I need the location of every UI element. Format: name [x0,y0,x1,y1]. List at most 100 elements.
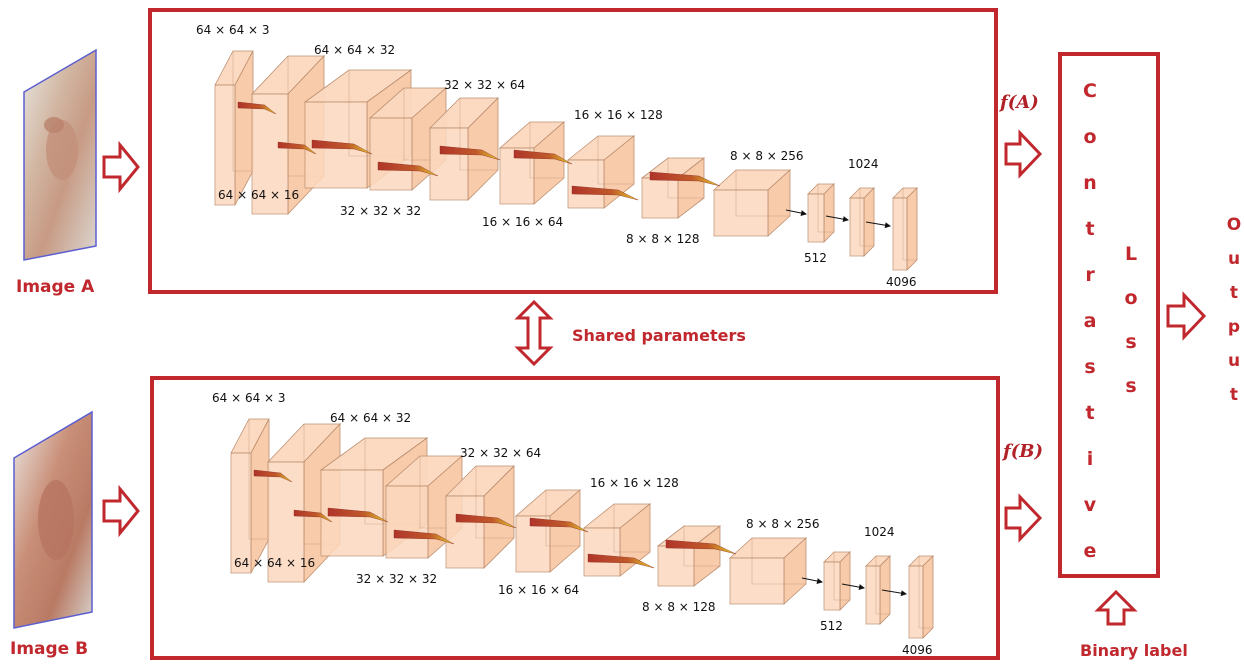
conv-kernel-0 [253,469,293,483]
fb-arrow-icon [1004,493,1043,543]
image-b [13,410,93,629]
contrastive-letter-3: t [1085,218,1094,240]
dim-label-0: 64 × 64 × 3 [212,391,286,405]
dim-label-3: 32 × 32 × 32 [340,204,421,218]
contrastive-letter-4: r [1085,264,1095,286]
image-b-label: Image B [10,639,88,659]
dim-label-10: 1024 [864,525,895,539]
dense-arrow-2 [841,583,865,591]
loss-letter-1: o [1124,287,1137,309]
contrastive-letter-5: a [1084,310,1097,332]
dim-label-4: 32 × 32 × 64 [444,78,525,92]
dim-label-1: 64 × 64 × 16 [218,188,299,202]
f-b-label: f(B) [1001,441,1043,462]
dense-arrow-3 [865,221,891,229]
dim-label-5: 16 × 16 × 64 [498,583,579,597]
layer-block-4 [445,465,515,569]
shared-arrow-icon [514,299,554,367]
contrastive-loss-box [1058,52,1160,578]
binary-label-arrow-icon [1094,589,1138,626]
output-letter-2: t [1230,283,1238,303]
conv-kernel-3 [393,529,455,545]
shared-parameters-label: Shared parameters [572,326,746,345]
dim-label-2: 64 × 64 × 32 [314,43,395,57]
layer-block-8 [712,169,792,237]
output-letter-1: u [1228,249,1240,269]
dim-label-11: 4096 [886,275,917,289]
conv-kernel-7 [665,539,737,555]
network-b: 64 × 64 × 3 64 × 64 × 16 64 × 64 × 32 32 × … [212,391,934,657]
output-letter-5: t [1230,385,1238,405]
dim-label-3: 32 × 32 × 32 [356,572,437,586]
fa-arrow-icon [1004,129,1043,179]
conv-kernel-3 [377,161,439,177]
conv-kernel-1 [293,509,333,523]
dense-arrow-3 [881,589,907,597]
conv-kernel-5 [513,149,573,165]
layer-block-5 [514,489,582,573]
layer-block-10 [865,555,891,625]
image-a [23,48,97,261]
network-a-frame [148,8,998,294]
dim-label-6: 16 × 16 × 128 [574,108,663,122]
dim-label-9: 512 [820,619,843,633]
output-letter-4: u [1228,351,1240,371]
contrastive-letter-9: v [1084,494,1097,516]
dim-label-7: 8 × 8 × 128 [642,600,716,614]
binary-label: Binary label [1080,641,1188,660]
dim-label-10: 1024 [848,157,879,171]
output-arrow-icon [1166,291,1207,341]
conv-kernel-6 [571,185,639,201]
layer-block-4 [429,97,499,201]
network-b-frame [150,376,1000,660]
dim-label-1: 64 × 64 × 16 [234,556,315,570]
dim-label-8: 8 × 8 × 256 [746,517,820,531]
input-arrow-a-icon [102,140,140,194]
dim-label-7: 8 × 8 × 128 [626,232,700,246]
conv-kernel-2 [327,507,389,523]
layer-block-0 [214,50,254,206]
conv-kernel-4 [439,145,501,161]
dim-label-5: 16 × 16 × 64 [482,215,563,229]
layer-block-0 [230,418,270,574]
layer-block-6 [566,135,636,209]
layer-block-9 [823,551,851,611]
dim-label-2: 64 × 64 × 32 [330,411,411,425]
conv-kernel-0 [237,101,277,115]
image-a-label: Image A [16,277,95,297]
layer-block-7 [656,525,722,587]
conv-kernel-6 [587,553,655,569]
contrastive-letter-1: o [1083,126,1096,148]
layer-block-5 [498,121,566,205]
dense-arrow-1 [785,209,807,216]
layer-block-6 [582,503,652,577]
layer-block-11 [908,555,934,639]
dim-label-9: 512 [804,251,827,265]
layer-block-11 [892,187,918,271]
dim-label-0: 64 × 64 × 3 [196,23,270,37]
output-letter-0: O [1227,215,1241,235]
contrastive-letter-0: C [1083,80,1097,102]
conv-kernel-4 [455,513,517,529]
loss-letter-0: L [1125,243,1137,265]
contrastive-letter-2: n [1083,172,1097,194]
layer-block-10 [849,187,875,257]
layer-block-7 [640,157,706,219]
contrastive-letter-6: s [1084,356,1095,378]
dim-label-4: 32 × 32 × 64 [460,446,541,460]
conv-kernel-7 [649,171,721,187]
contrastive-letter-7: t [1085,402,1094,424]
dim-label-6: 16 × 16 × 128 [590,476,679,490]
dense-arrow-1 [801,577,823,584]
conv-kernel-1 [277,141,317,155]
f-a-label: f(A) [998,92,1039,113]
dim-label-8: 8 × 8 × 256 [730,149,804,163]
conv-kernel-2 [311,139,373,155]
output-letter-3: p [1228,317,1240,337]
loss-letter-3: s [1125,375,1136,397]
